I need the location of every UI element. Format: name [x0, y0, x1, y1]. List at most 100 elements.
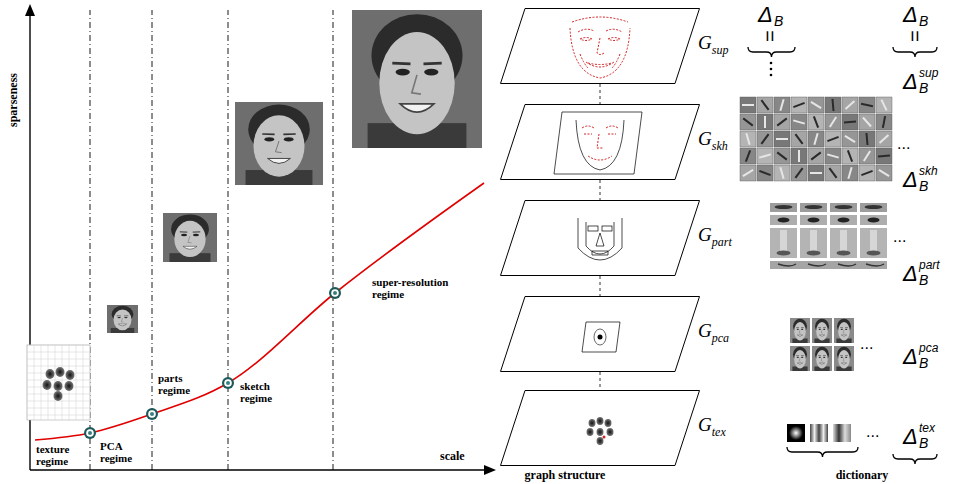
sketch-stroke: [866, 133, 867, 145]
regime-marker: [84, 427, 96, 439]
face-picture-part: [819, 329, 821, 330]
texture-picture-part: [27, 408, 90, 409]
regime-label: super-resolution regime: [372, 276, 482, 300]
plane-drawing-part: [570, 28, 630, 78]
graph-subscript: part: [712, 235, 732, 249]
face-picture-part: [819, 363, 824, 365]
dictionary-subscript: B: [919, 14, 928, 29]
plane-drawing-part: [578, 29, 594, 32]
face-picture-part: [838, 322, 850, 341]
dictionary-subscript: B: [774, 14, 783, 29]
face-picture-part: [797, 357, 799, 358]
sketch-stroke: [880, 135, 889, 143]
sketch-stroke: [793, 120, 805, 123]
face-picture-part: [797, 335, 802, 337]
plane-drawing: [582, 322, 620, 352]
part-patch: [800, 203, 827, 258]
plane-drawing-part: [606, 126, 618, 128]
plane-drawing-part: [598, 335, 603, 340]
dictionary-superscript: sup: [919, 67, 938, 80]
sketch-patch: [808, 131, 824, 147]
regime-marker: [146, 408, 158, 420]
curly-brace: [893, 454, 937, 464]
plane-label: Gpart: [698, 224, 732, 246]
part-patch-part: [807, 251, 821, 256]
face-picture-part: [840, 327, 843, 328]
part-patch-part: [860, 203, 887, 212]
part-patch-part: [810, 230, 817, 252]
texture-picture-part: [46, 369, 55, 379]
dictionary-art: [740, 47, 937, 464]
face-picture: [107, 305, 138, 333]
face-picture-part: [193, 234, 199, 236]
texture-filter-part: [810, 424, 828, 442]
texture-filter-part: [833, 424, 851, 442]
face-picture-part: [816, 322, 828, 341]
plane-drawing-part: [588, 63, 612, 65]
regime-divider: [333, 10, 334, 470]
regime-label: texture regime: [36, 443, 86, 467]
plane-drawing-part: [578, 218, 622, 260]
graph-subscript: tex: [712, 425, 726, 439]
texture-picture: [27, 345, 90, 420]
continuation-dot: [770, 62, 773, 65]
plane-drawing-part: [584, 134, 592, 135]
sketch-patch: [842, 97, 858, 113]
plane-drawing-part: [589, 419, 596, 427]
face-picture-part: [801, 329, 803, 330]
plane-drawing-part: [580, 38, 592, 41]
sketch-patch: [791, 131, 807, 147]
sketch-patch: [808, 165, 824, 181]
plane-drawing-part: [580, 54, 588, 68]
sketch-stroke: [845, 136, 855, 142]
ellipsis: ...: [860, 335, 873, 353]
face-picture-part: [796, 327, 799, 328]
dictionary-symbol: Δ: [903, 70, 918, 94]
part-patch-part: [837, 251, 851, 256]
sketch-stroke: [829, 168, 836, 178]
sketch-stroke: [780, 167, 783, 179]
plane-drawing-part: [554, 112, 642, 174]
face-picture-part: [841, 335, 846, 337]
graph-plane: Gtex: [500, 390, 740, 466]
sketch-patch: [740, 114, 756, 130]
part-patch: [860, 203, 887, 258]
face-picture-part: [812, 346, 832, 371]
equals-sign: =: [904, 30, 926, 42]
texture-picture-part: [54, 391, 63, 401]
plane-drawing-part: [586, 62, 614, 67]
sketch-stroke: [879, 170, 889, 176]
sketch-stroke: [743, 170, 753, 176]
face-picture-part: [801, 355, 804, 356]
face-picture-part: [174, 221, 205, 257]
sketch-stroke: [883, 116, 885, 128]
face-picture-part: [834, 346, 854, 371]
sketch-stroke: [743, 118, 753, 125]
graph-plane: Gpart: [500, 200, 740, 276]
dictionary-superscript: pca: [919, 342, 938, 355]
texture-picture-part: [54, 381, 63, 391]
face-picture-part: [794, 322, 806, 341]
sketch-stroke: [759, 154, 771, 157]
sparseness-curve: [35, 183, 484, 440]
face-picture-part: [843, 358, 844, 362]
dictionary-subscript: B: [919, 356, 928, 371]
face-picture-part: [264, 137, 274, 141]
plane-outline: [500, 296, 700, 372]
sketch-stroke: [793, 103, 804, 107]
face-picture: [812, 346, 832, 371]
plane-outline-part: [501, 105, 700, 180]
regime-marker-part: [146, 408, 158, 420]
part-patch-part: [770, 203, 797, 212]
face-picture-part: [843, 330, 844, 334]
sketch-stroke: [814, 116, 818, 127]
face-picture-part: [117, 317, 120, 318]
plane-drawing-part: [597, 437, 604, 445]
regime-marker-part: [150, 412, 154, 416]
plane-drawing-part: [607, 428, 614, 436]
face-picture-part: [816, 350, 828, 369]
face-picture-part: [840, 355, 843, 356]
sketch-patch: [859, 131, 875, 147]
face-picture-part: [821, 330, 822, 334]
plane-drawing-part: [576, 120, 624, 170]
